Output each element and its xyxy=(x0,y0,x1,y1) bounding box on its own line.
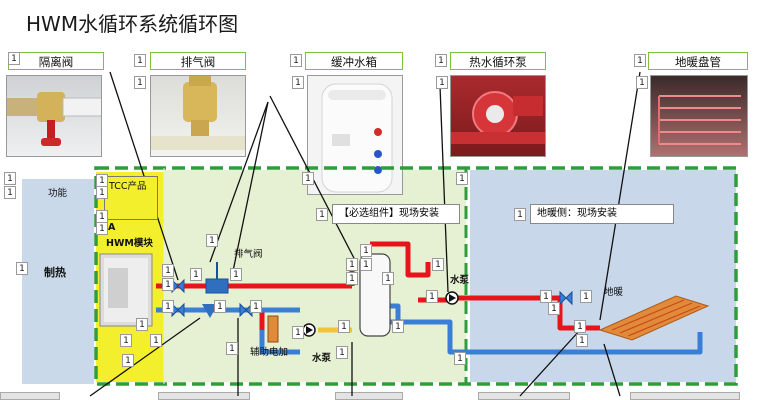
page-title: HWM水循环系统循环图 xyxy=(26,12,239,36)
marker: 1 xyxy=(576,334,588,347)
caption-buffer-tank: 缓冲水箱 xyxy=(305,52,403,70)
marker: 1 xyxy=(346,258,358,271)
marker: 1 xyxy=(454,352,466,365)
marker: 1 xyxy=(548,302,560,315)
marker: 1 xyxy=(190,268,202,281)
circ-pump-photo xyxy=(450,75,546,157)
marker: 1 xyxy=(360,244,372,257)
marker: 1 xyxy=(456,172,468,185)
marker: 1 xyxy=(206,234,218,247)
marker: 1 xyxy=(426,290,438,303)
marker: 1 xyxy=(392,320,404,333)
marker: 1 xyxy=(292,76,304,89)
marker: 1 xyxy=(226,342,238,355)
floor-coil-photo xyxy=(650,75,748,157)
marker: 1 xyxy=(4,172,16,185)
marker: 1 xyxy=(96,222,108,235)
floor-heat-label: 地暖 xyxy=(604,287,624,298)
marker: 1 xyxy=(574,320,586,333)
marker: 1 xyxy=(162,264,174,277)
isolation-valve-photo xyxy=(6,75,102,157)
marker: 1 xyxy=(580,290,592,303)
exhaust-valve-photo xyxy=(150,75,246,157)
marker: 1 xyxy=(8,52,20,65)
exhaust-valve-label: 排气阀 xyxy=(234,249,263,260)
marker: 1 xyxy=(338,320,350,333)
marker: 1 xyxy=(514,208,526,221)
marker: 1 xyxy=(540,290,552,303)
marker: 1 xyxy=(302,172,314,185)
marker: 1 xyxy=(432,258,444,271)
caption-exhaust-valve: 排气阀 xyxy=(150,52,246,70)
marker: 1 xyxy=(214,300,226,313)
marker: 1 xyxy=(134,54,146,67)
marker: 1 xyxy=(336,346,348,359)
hwm-module-unit xyxy=(99,253,153,327)
marker: 1 xyxy=(230,268,242,281)
aux-heater-label: 辅助电加 xyxy=(250,347,289,358)
caption-isolation-valve: 隔离阀 xyxy=(8,52,104,70)
system-boundary xyxy=(94,166,738,386)
tcc-line-2: A xyxy=(108,222,116,233)
marker: 1 xyxy=(134,76,146,89)
tcc-product-label: TCC产品 xyxy=(104,176,158,220)
caption-floor-coil: 地暖盘管 xyxy=(648,52,748,70)
marker: 1 xyxy=(136,318,148,331)
exhaust-valve-symbol xyxy=(205,278,229,294)
marker: 1 xyxy=(636,76,648,89)
marker: 1 xyxy=(250,300,262,313)
marker: 1 xyxy=(346,272,358,285)
marker: 1 xyxy=(4,186,16,199)
mandatory-components-box: 【必选组件】现场安装 xyxy=(332,204,460,224)
floor-side-box: 地暖侧：现场安装 xyxy=(530,204,674,224)
marker: 1 xyxy=(290,54,302,67)
marker: 1 xyxy=(435,54,447,67)
aux-return-pipe xyxy=(259,330,300,355)
caption-circ-pump: 热水循环泵 xyxy=(450,52,546,70)
pump-right-label: 水泵 xyxy=(450,275,470,286)
marker: 1 xyxy=(634,54,646,67)
marker: 1 xyxy=(360,258,372,271)
floor-coil-symbol xyxy=(598,295,710,341)
marker: 1 xyxy=(162,278,174,291)
function-column-panel xyxy=(22,179,94,384)
buffer-tank-photo xyxy=(307,75,403,195)
heating-label: 制热 xyxy=(44,266,66,279)
tcc-line-1: TCC产品 xyxy=(109,181,147,192)
marker: 1 xyxy=(16,262,28,275)
marker: 1 xyxy=(150,334,162,347)
pump-bottom-label: 水泵 xyxy=(312,353,332,364)
marker: 1 xyxy=(122,354,134,367)
tcc-line-3: HWM模块 xyxy=(106,238,153,249)
aux-heater-symbol xyxy=(267,315,279,343)
marker: 1 xyxy=(292,326,304,339)
marker: 1 xyxy=(316,208,328,221)
function-label: 功能 xyxy=(48,188,68,199)
leader-lines xyxy=(89,71,641,397)
marker: 1 xyxy=(162,300,174,313)
marker: 1 xyxy=(382,272,394,285)
marker: 1 xyxy=(96,186,108,199)
marker: 1 xyxy=(436,76,448,89)
marker: 1 xyxy=(120,334,132,347)
